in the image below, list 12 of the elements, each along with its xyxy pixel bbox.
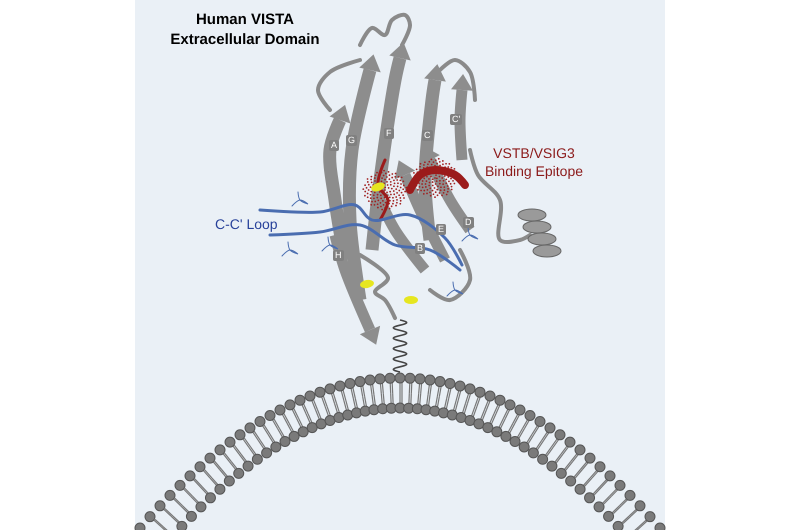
strand-label: E bbox=[436, 224, 446, 236]
strand-label: C bbox=[422, 130, 432, 142]
strand-label: D bbox=[463, 217, 474, 228]
strand-label: F bbox=[384, 128, 394, 140]
strand-label: C' bbox=[450, 114, 462, 126]
strand-label: B bbox=[415, 243, 426, 254]
epitope-label: VSTB/VSIG3 Binding Epitope bbox=[484, 145, 584, 180]
loop-label: C-C' Loop bbox=[215, 216, 278, 234]
title: Human VISTA Extracellular Domain bbox=[169, 10, 321, 49]
strand-label: G bbox=[346, 135, 358, 146]
strand-label: H bbox=[333, 250, 344, 262]
strand-label: A bbox=[329, 140, 340, 152]
